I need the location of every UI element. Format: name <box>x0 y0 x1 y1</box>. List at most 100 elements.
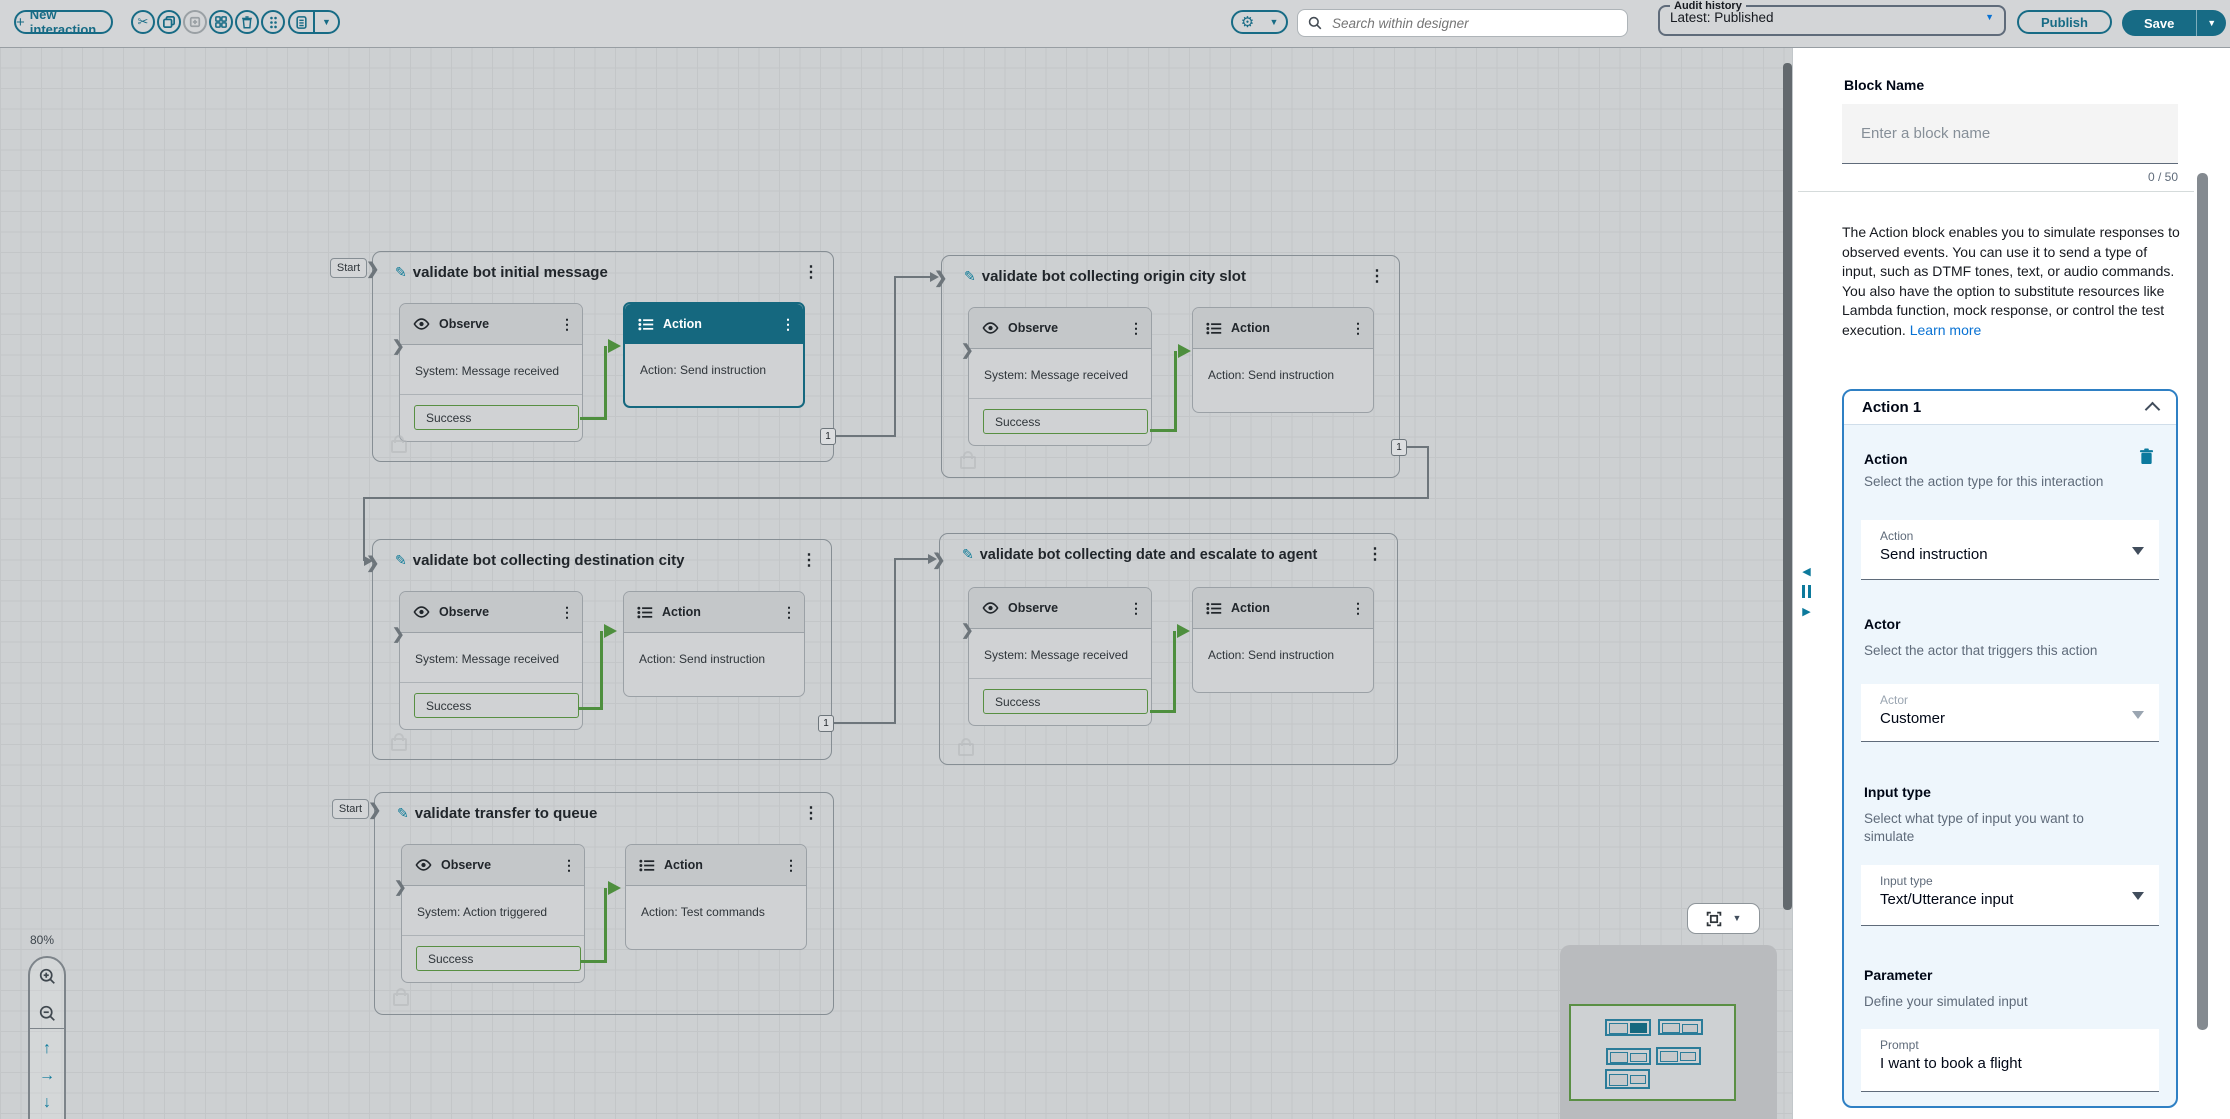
kebab-menu-icon[interactable]: ⋮ <box>1129 600 1143 616</box>
observe-event: System: Message received <box>969 629 1151 679</box>
observe-card[interactable]: Observe ⋮ System: Message received Succe… <box>961 307 1152 446</box>
settings-dropdown-icon[interactable]: ▼ <box>1269 16 1279 27</box>
panel-resize-handle[interactable]: ◀ ▶ <box>1802 565 1811 618</box>
observe-card[interactable]: Observe ⋮ System: Message received Succe… <box>392 591 583 730</box>
block-name-input[interactable] <box>1842 104 2178 164</box>
kebab-menu-icon[interactable]: ⋮ <box>782 604 796 620</box>
learn-more-link[interactable]: Learn more <box>1909 321 1982 338</box>
action-card[interactable]: Action ⋮ Action: Send instruction <box>1192 307 1374 413</box>
edit-pencil-icon[interactable]: ✎ <box>397 805 409 821</box>
canvas-scrollbar[interactable] <box>1783 63 1792 910</box>
fit-view-button[interactable]: ▼ <box>1687 903 1760 934</box>
resize-grip-icon[interactable] <box>1802 585 1811 598</box>
new-interaction-button[interactable]: + New interaction <box>14 7 113 37</box>
kebab-menu-icon[interactable]: ⋮ <box>784 857 798 873</box>
drag-handle-icon[interactable] <box>261 10 285 34</box>
flow-group-date-escalate[interactable]: ✎ validate bot collecting date and escal… <box>939 533 1398 765</box>
action-card[interactable]: Action ⋮ Action: Test commands <box>625 844 807 950</box>
kebab-menu-icon[interactable]: ⋮ <box>781 316 795 332</box>
pan-down-button[interactable]: ↓ <box>43 1094 51 1111</box>
action-card-header: Action ⋮ <box>626 845 806 886</box>
panel-scrollbar[interactable] <box>2197 173 2208 1030</box>
edit-pencil-icon[interactable]: ✎ <box>964 268 976 284</box>
kebab-menu-icon[interactable]: ⋮ <box>1369 267 1385 285</box>
observe-card[interactable]: Observe ⋮ System: Message received Succe… <box>961 587 1152 726</box>
list-icon <box>639 859 655 871</box>
success-connector-arrow <box>1177 624 1190 638</box>
designer-search[interactable] <box>1297 9 1628 37</box>
kebab-menu-icon[interactable]: ⋮ <box>1351 600 1365 616</box>
prompt-field[interactable]: Prompt I want to book a flight <box>1861 1029 2159 1092</box>
edit-pencil-icon[interactable]: ✎ <box>395 264 407 280</box>
minimap[interactable] <box>1560 945 1777 1119</box>
action-card-selected[interactable]: Action ⋮ Action: Send instruction <box>623 302 805 408</box>
group-title: validate bot collecting date and escalat… <box>979 546 1318 563</box>
card-title: Action <box>1231 601 1270 615</box>
snippet-split-button[interactable]: ▼ <box>288 10 340 34</box>
group-blocks-icon[interactable] <box>209 10 233 34</box>
collapse-left-icon[interactable]: ◀ <box>1802 566 1811 578</box>
flow-group-transfer-queue[interactable]: ✎ validate transfer to queue ⋮ Observe ⋮… <box>374 792 834 1015</box>
kebab-menu-icon[interactable]: ⋮ <box>560 604 574 620</box>
success-port[interactable]: Success <box>983 689 1148 714</box>
designer-canvas[interactable]: Start ❯ ❯ ❯ ❯ Start ❯ ✎ validate bot ini… <box>0 47 1792 1119</box>
kebab-menu-icon[interactable]: ⋮ <box>562 857 576 873</box>
connection-badge[interactable]: 1 <box>820 428 836 445</box>
edit-pencil-icon[interactable]: ✎ <box>962 546 974 562</box>
accordion-header[interactable]: Action 1 <box>1844 391 2176 425</box>
minimap-viewport[interactable] <box>1569 1004 1736 1101</box>
snippet-dropdown-icon[interactable]: ▼ <box>322 16 331 27</box>
kebab-menu-icon[interactable]: ⋮ <box>801 551 817 569</box>
flow-group-origin-city[interactable]: ✎ validate bot collecting origin city sl… <box>941 255 1400 478</box>
connection-badge[interactable]: 1 <box>818 715 834 732</box>
select-label: Action <box>1880 529 1914 543</box>
audit-history-dropdown[interactable]: Audit history Latest: Published ▼ <box>1658 0 2006 36</box>
connection-badge[interactable]: 1 <box>1391 439 1407 456</box>
actor-select[interactable]: Actor Customer <box>1861 684 2159 742</box>
settings-button[interactable]: ⚙ ▼ <box>1231 10 1288 34</box>
observe-card-header: Observe ⋮ <box>400 592 582 633</box>
expand-right-icon[interactable]: ▶ <box>1802 606 1811 618</box>
search-input[interactable] <box>1330 14 1617 32</box>
kebab-menu-icon[interactable]: ⋮ <box>1129 320 1143 336</box>
action-select[interactable]: Action Send instruction <box>1861 520 2159 580</box>
field-label: Prompt <box>1880 1038 1919 1052</box>
flow-group-initial-message[interactable]: ✎ validate bot initial message ⋮ Observe… <box>372 251 834 462</box>
save-dropdown-icon[interactable]: ▼ <box>2207 17 2217 28</box>
zoom-in-button[interactable] <box>39 968 56 985</box>
action-card[interactable]: Action ⋮ Action: Send instruction <box>623 591 805 697</box>
copy-icon[interactable] <box>157 10 181 34</box>
flow-group-destination-city[interactable]: ✎ validate bot collecting destination ci… <box>372 539 832 760</box>
observe-card[interactable]: Observe ⋮ System: Message received Succe… <box>392 303 583 442</box>
chevron-right-icon: ❯ <box>934 270 948 287</box>
action-detail: Action: Send instruction <box>639 652 766 666</box>
success-port[interactable]: Success <box>416 946 581 971</box>
kebab-menu-icon[interactable]: ⋮ <box>803 804 819 822</box>
observe-card[interactable]: Observe ⋮ System: Action triggered Succe… <box>394 844 585 983</box>
kebab-menu-icon[interactable]: ⋮ <box>1367 545 1383 563</box>
pan-right-button[interactable]: → <box>39 1067 55 1084</box>
input-type-select[interactable]: Input type Text/Utterance input <box>1861 865 2159 926</box>
success-port[interactable]: Success <box>983 409 1148 434</box>
zoom-out-button[interactable] <box>39 1005 56 1022</box>
delete-action-button[interactable] <box>2139 448 2154 465</box>
action-section-subtext: Select the action type for this interact… <box>1864 474 2104 489</box>
action-card[interactable]: Action ⋮ Action: Send instruction <box>1192 587 1374 693</box>
actor-section-subtext: Select the actor that triggers this acti… <box>1864 643 2098 658</box>
edit-pencil-icon[interactable]: ✎ <box>395 552 407 568</box>
divider <box>313 12 315 32</box>
kebab-menu-icon[interactable]: ⋮ <box>1351 320 1365 336</box>
save-split-button[interactable]: Save ▼ <box>2122 10 2226 36</box>
publish-button[interactable]: Publish <box>2017 10 2112 34</box>
kebab-menu-icon[interactable]: ⋮ <box>803 263 819 281</box>
chevron-right-icon: ❯ <box>932 552 946 569</box>
delete-icon[interactable] <box>235 10 259 34</box>
cut-icon[interactable]: ✂ <box>131 10 155 34</box>
action-detail: Action: Send instruction <box>1208 368 1335 382</box>
success-port[interactable]: Success <box>414 693 579 718</box>
success-port[interactable]: Success <box>414 405 579 430</box>
pan-up-button[interactable]: ↑ <box>43 1040 51 1057</box>
snippet-icon[interactable] <box>290 15 313 29</box>
select-label: Input type <box>1880 874 1933 888</box>
kebab-menu-icon[interactable]: ⋮ <box>560 316 574 332</box>
